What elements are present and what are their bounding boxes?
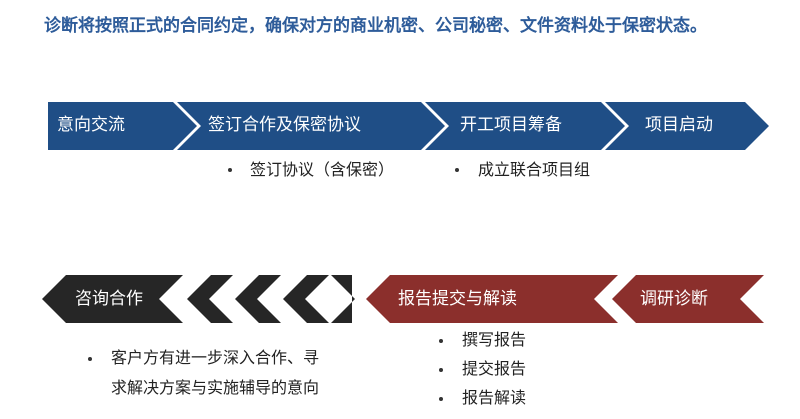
bottom-chevron-2 <box>235 275 281 323</box>
bottom-arrow-report <box>366 275 618 323</box>
bottom-step-label-consult: 咨询合作 <box>75 289 143 309</box>
bottom-bullet-interpret-report: 报告解读 <box>462 388 527 407</box>
bottom-step-label-report: 报告提交与解读 <box>398 289 517 309</box>
top-bullet-sign-agreement: 签订协议（含保密） <box>250 160 395 179</box>
top-arrow-3 <box>425 102 625 150</box>
bullet-dot <box>439 368 443 372</box>
bottom-bullet-consult-line2: 求解决方案与实施辅导的意向 <box>111 378 320 397</box>
bullet-dot <box>439 339 443 343</box>
top-step-label-2: 签订合作及保密协议 <box>208 115 361 135</box>
bullet-dot <box>228 168 232 172</box>
bottom-step-label-research: 调研诊断 <box>640 289 708 309</box>
bottom-bullet-submit-report: 提交报告 <box>462 359 527 378</box>
bottom-arrow-research <box>612 275 764 323</box>
bullet-dot <box>455 168 459 172</box>
bullet-dot <box>88 357 92 361</box>
bottom-bullet-write-report: 撰写报告 <box>462 330 527 349</box>
top-bullet-form-team: 成立联合项目组 <box>478 160 591 179</box>
top-arrow-4 <box>605 102 769 150</box>
bottom-bullet-consult-line1: 客户方有进一步深入合作、寻 <box>111 348 320 367</box>
bottom-chevron-4 <box>331 275 355 323</box>
top-step-label-3: 开工项目筹备 <box>460 115 562 135</box>
bullet-dot <box>439 397 443 401</box>
bottom-arrow-consult <box>42 275 183 323</box>
top-step-label-4: 项目启动 <box>645 115 713 135</box>
bottom-chevron-1 <box>187 275 233 323</box>
top-arrow-2 <box>177 102 445 150</box>
page-heading: 诊断将按照正式的合同约定，确保对方的商业机密、公司秘密、文件资料处于保密状态。 <box>44 16 707 36</box>
top-step-label-1: 意向交流 <box>57 115 125 135</box>
top-arrow-1 <box>48 102 197 150</box>
bottom-chevron-3 <box>283 275 329 323</box>
